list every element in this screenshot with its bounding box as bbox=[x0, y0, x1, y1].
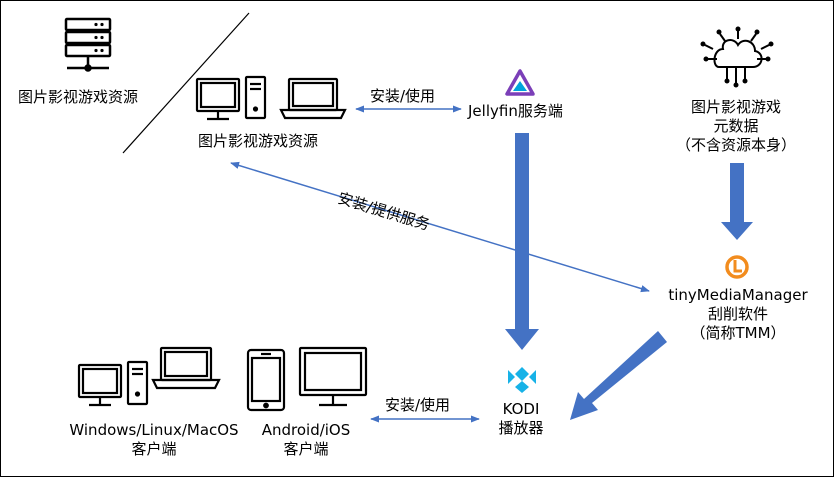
laptop-icon bbox=[279, 77, 347, 120]
divider-line bbox=[122, 12, 250, 154]
install-use-top-label: 安装/使用 bbox=[370, 87, 436, 105]
mobile-clients-line-1: Android/iOS bbox=[261, 421, 351, 439]
tmm-line-1: tinyMediaManager bbox=[668, 286, 808, 304]
cloud-network-icon bbox=[704, 31, 770, 83]
kodi-line-2: 播放器 bbox=[498, 419, 544, 437]
monitor-icon bbox=[298, 346, 368, 407]
tinymediamanager-logo-icon bbox=[725, 255, 749, 279]
metadata-line-1: 图片影视游戏 bbox=[690, 98, 781, 116]
metadata-line-2: 元数据 bbox=[713, 117, 759, 135]
server-resources-label: 图片影视游戏资源 bbox=[18, 88, 139, 106]
mobile-phone-icon bbox=[246, 348, 286, 412]
tmm-line-3: （简称TMM） bbox=[690, 324, 786, 342]
pc-clients-line-1: Windows/Linux/MacOS bbox=[69, 421, 239, 439]
arrow-metadata-to-tmm bbox=[721, 163, 753, 240]
desktop-computer-icon bbox=[195, 75, 267, 121]
metadata-label: 图片影视游戏 元数据 （不含资源本身） bbox=[666, 98, 806, 155]
jellyfin-label: Jellyfin服务端 bbox=[468, 102, 563, 120]
connector-install-provide bbox=[230, 161, 650, 293]
laptop-icon bbox=[151, 346, 221, 390]
desktop-computer-icon bbox=[77, 360, 149, 407]
cloud-node-dots bbox=[700, 26, 774, 88]
arrow-jellyfin-to-kodi bbox=[505, 133, 539, 350]
pc-clients-label: Windows/Linux/MacOS 客户端 bbox=[59, 421, 249, 459]
pc-clients-line-2: 客户端 bbox=[131, 440, 177, 458]
local-resources-label: 图片影视游戏资源 bbox=[198, 132, 319, 150]
arrow-tmm-to-kodi bbox=[570, 331, 667, 420]
jellyfin-logo-icon bbox=[505, 69, 535, 96]
metadata-line-3: （不含资源本身） bbox=[675, 136, 796, 154]
install-use-bottom-label: 安装/使用 bbox=[385, 396, 451, 414]
tmm-line-2: 刮削软件 bbox=[707, 305, 768, 323]
server-leds bbox=[94, 22, 104, 53]
tmm-label: tinyMediaManager 刮削软件 （简称TMM） bbox=[653, 286, 823, 343]
kodi-label: KODI 播放器 bbox=[481, 400, 561, 438]
kodi-logo-icon bbox=[508, 367, 536, 393]
mobile-clients-label: Android/iOS 客户端 bbox=[251, 421, 361, 459]
kodi-line-1: KODI bbox=[502, 400, 540, 418]
server-icon bbox=[64, 17, 112, 72]
mobile-clients-line-2: 客户端 bbox=[283, 440, 329, 458]
